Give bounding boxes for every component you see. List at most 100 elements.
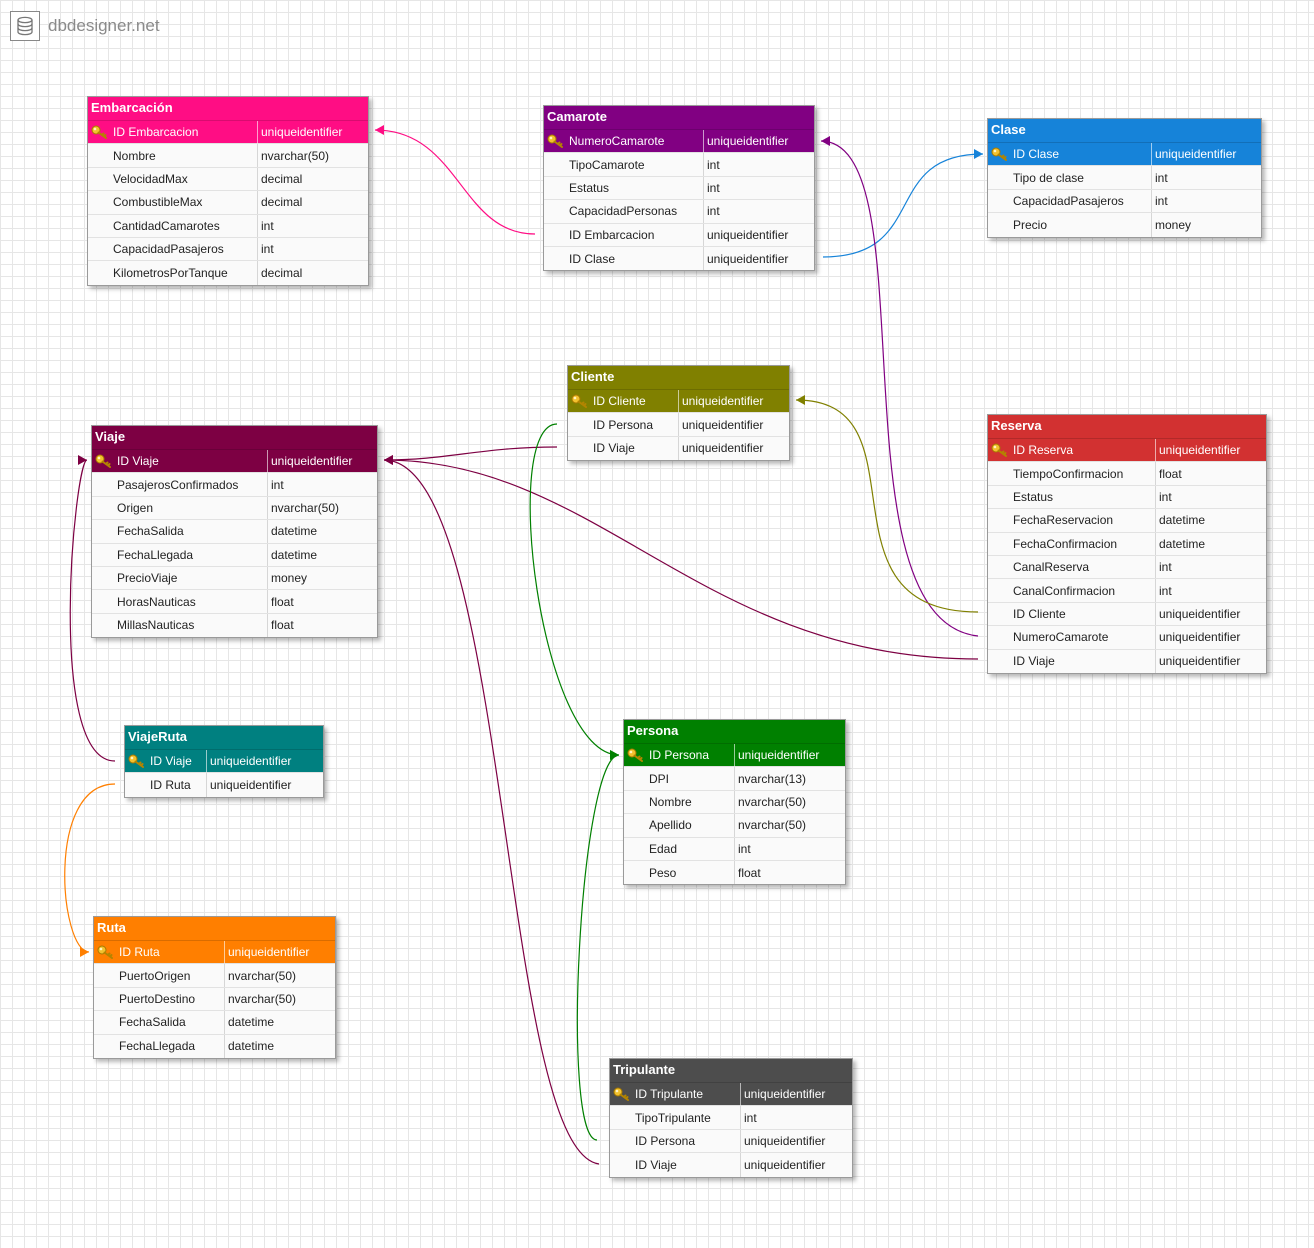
brand-logo[interactable]: dbdesigner.net — [10, 10, 160, 42]
field-name: Edad — [647, 837, 735, 860]
database-icon — [10, 11, 40, 41]
table-title[interactable]: Clase — [988, 119, 1261, 143]
field-type: nvarchar(50) — [738, 818, 807, 833]
table-title[interactable]: Ruta — [94, 917, 335, 941]
relation-line-cliente-persona[interactable] — [529, 423, 620, 756]
table-title[interactable]: Camarote — [544, 106, 814, 130]
field-name: ID Cliente — [591, 390, 679, 413]
field-spacer — [624, 791, 647, 813]
table-title[interactable]: Tripulante — [610, 1059, 852, 1083]
key-icon — [125, 750, 148, 772]
field-name: ID Clase — [1011, 143, 1152, 166]
relation-line-reserva-cliente[interactable] — [795, 399, 979, 613]
table-title[interactable]: Cliente — [568, 366, 789, 390]
relation-line-tripulante-viaje[interactable] — [383, 459, 600, 1165]
table-title[interactable]: ViajeRuta — [125, 726, 323, 750]
relation-line-cliente-viaje[interactable] — [383, 446, 558, 461]
field-name: CapacidadPasajeros — [1011, 189, 1152, 213]
table-title[interactable]: Persona — [624, 720, 845, 744]
relation-line-reserva-viaje[interactable] — [383, 459, 979, 660]
field-type: int — [261, 242, 274, 257]
field-type: decimal — [261, 266, 303, 281]
field-name: Apellido — [647, 814, 735, 837]
table-title[interactable]: Viaje — [92, 426, 377, 450]
field-type: nvarchar(50) — [228, 968, 297, 983]
key-icon — [568, 390, 591, 412]
relation-line-camarote-embarcacion[interactable] — [374, 129, 536, 235]
table-title[interactable]: Embarcación — [88, 97, 368, 121]
relation-arrow-icon — [974, 149, 983, 159]
relation-line-reserva-camarote[interactable] — [820, 140, 979, 637]
field-name: ID Viaje — [148, 750, 207, 773]
field-type: datetime — [1159, 536, 1206, 551]
relation-line-camarote-clase[interactable] — [822, 153, 984, 258]
table-title[interactable]: Reserva — [988, 415, 1266, 439]
